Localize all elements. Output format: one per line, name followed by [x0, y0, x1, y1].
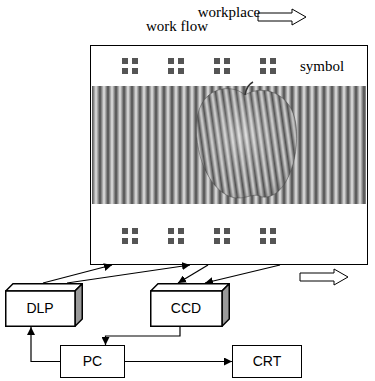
signal-arrow — [31, 327, 60, 362]
signal-arrow — [43, 265, 112, 283]
signal-arrow — [125, 361, 232, 362]
signal-arrow — [205, 265, 280, 283]
signal-arrow — [67, 265, 190, 283]
computer-box: PC — [60, 345, 125, 378]
box-label: PC — [83, 354, 102, 369]
signal-arrow — [178, 265, 208, 283]
symbol-label: symbol — [300, 58, 344, 75]
box-label: DLP — [26, 301, 53, 316]
projector-box: DLP — [5, 283, 83, 327]
panel-heading: workplace — [91, 4, 367, 21]
box-label: CCD — [171, 301, 201, 316]
box-label: CRT — [253, 354, 282, 369]
workplace-panel: workplace — [90, 45, 368, 265]
monitor-box: CRT — [232, 345, 302, 378]
signal-arrow — [106, 327, 181, 345]
flow-label: work flow — [146, 18, 208, 35]
camera-box: CCD — [150, 283, 230, 327]
